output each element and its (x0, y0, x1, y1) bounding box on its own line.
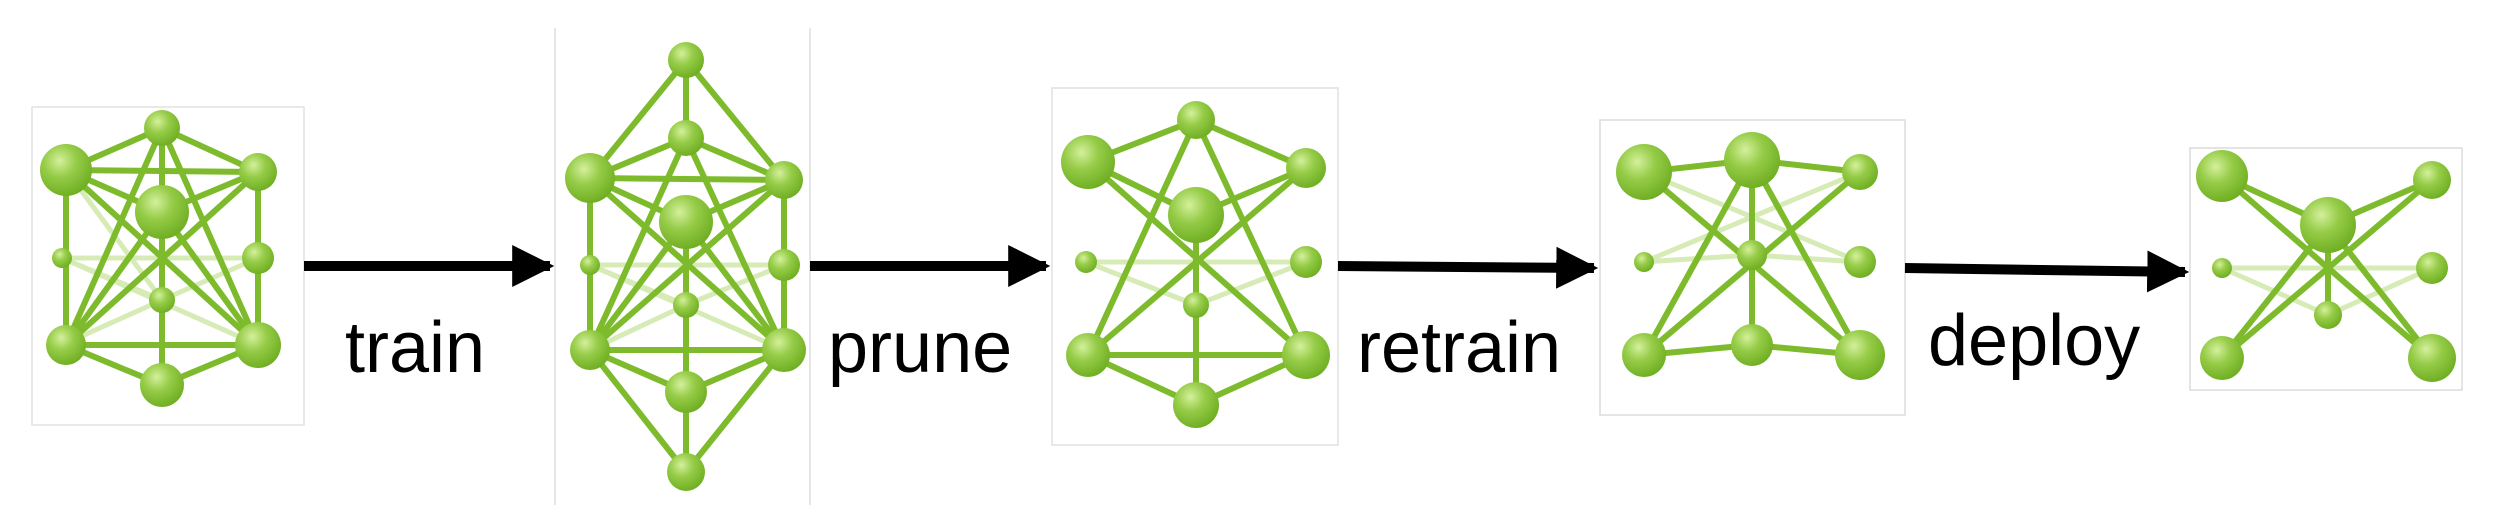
network-pruned (1051, 87, 1339, 446)
network-initial (31, 106, 305, 426)
step-label-deploy: deploy (1928, 301, 2141, 381)
pipeline-arrows (304, 245, 2190, 293)
network-deployed-edges (2219, 173, 2435, 361)
network-deployed-frame (2189, 147, 2463, 391)
network-retrained-frame (1599, 119, 1906, 416)
network-deployed-nodes (2196, 150, 2456, 382)
network-retrained (1599, 119, 1906, 416)
network-initial-nodes (40, 110, 281, 407)
network-trained (554, 28, 811, 505)
network-pruned-nodes (1061, 101, 1330, 428)
network-deployed (2189, 147, 2463, 391)
arrow-deploy (1904, 250, 2190, 293)
arrow-retrain (1337, 246, 1599, 289)
network-trained-nodes (565, 42, 806, 491)
step-label-train: train (345, 308, 486, 388)
network-retrained-nodes (1616, 132, 1885, 380)
step-label-prune: prune (828, 308, 1013, 388)
step-label-retrain: retrain (1357, 308, 1562, 388)
